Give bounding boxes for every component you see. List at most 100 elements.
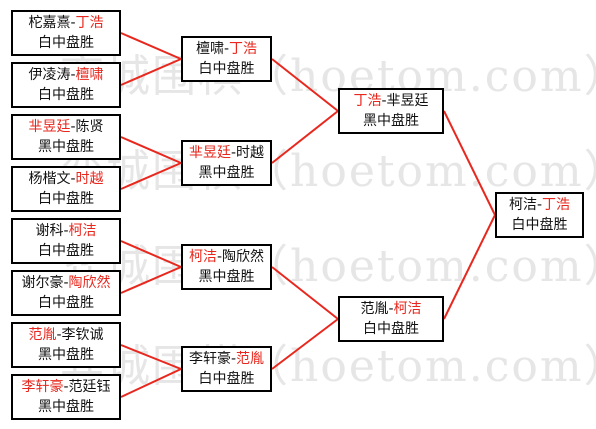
player-left: 谢科 bbox=[35, 223, 64, 239]
match-result: 白中盘胜 bbox=[38, 35, 94, 51]
match-result: 白中盘胜 bbox=[38, 87, 94, 103]
match-players: 柯洁-丁浩 bbox=[509, 195, 570, 215]
round2-match-1: 檀啸-丁浩白中盘胜 bbox=[181, 36, 272, 82]
player-separator: - bbox=[70, 15, 76, 31]
player-separator: - bbox=[70, 171, 76, 187]
match-result: 黑中盘胜 bbox=[198, 165, 255, 181]
match-players: 李轩豪-范廷钰 bbox=[21, 377, 110, 397]
player-right: 陶欣然 bbox=[222, 249, 265, 265]
player-right: 丁浩 bbox=[75, 15, 104, 31]
connector-line-1 bbox=[120, 32, 182, 60]
match-result: 白中盘胜 bbox=[38, 191, 94, 207]
player-separator: - bbox=[70, 67, 76, 83]
player-right: 范胤 bbox=[236, 351, 265, 367]
player-right: 芈昱廷 bbox=[386, 93, 429, 109]
watermark: 弈城围棋（hoetom.com） bbox=[60, 241, 596, 292]
player-left: 范胤 bbox=[28, 327, 57, 343]
match-result: 白中盘胜 bbox=[363, 321, 419, 337]
match-players: 谢尔豪-陶欣然 bbox=[21, 273, 110, 293]
player-separator: - bbox=[536, 197, 543, 213]
round3-match-2: 范胤-柯洁白中盘胜 bbox=[338, 296, 444, 342]
player-left: 谢尔豪 bbox=[21, 275, 64, 291]
player-separator: - bbox=[63, 223, 69, 239]
player-left: 芈昱廷 bbox=[188, 145, 231, 161]
round1-match-2: 伊凌涛-檀啸白中盘胜 bbox=[11, 62, 121, 108]
player-separator: - bbox=[230, 351, 237, 367]
player-left: 檀啸 bbox=[195, 41, 224, 57]
player-right: 时越 bbox=[75, 171, 104, 187]
connector-line-10 bbox=[271, 110, 339, 164]
player-separator: - bbox=[223, 41, 230, 57]
connector-line-13 bbox=[443, 110, 496, 216]
match-players: 范胤-李钦诚 bbox=[28, 325, 103, 345]
match-result: 白中盘胜 bbox=[38, 243, 94, 259]
round3-match-1: 丁浩-芈昱廷黑中盘胜 bbox=[338, 88, 444, 134]
round2-match-3: 柯洁-陶欣然黑中盘胜 bbox=[181, 244, 272, 290]
match-players: 杨楷文-时越 bbox=[28, 169, 103, 189]
player-right: 檀啸 bbox=[75, 67, 104, 83]
match-players: 李轩豪-范胤 bbox=[189, 349, 264, 369]
match-players: 谢科-柯洁 bbox=[35, 221, 96, 241]
player-separator: - bbox=[63, 379, 69, 395]
connector-line-3 bbox=[120, 136, 182, 164]
match-players: 檀啸-丁浩 bbox=[196, 39, 257, 59]
player-separator: - bbox=[70, 119, 76, 135]
player-right: 丁浩 bbox=[229, 41, 258, 57]
round2-match-2: 芈昱廷-时越黑中盘胜 bbox=[181, 140, 272, 186]
player-right: 范廷钰 bbox=[68, 379, 111, 395]
match-players: 柁嘉熹-丁浩 bbox=[28, 13, 103, 33]
round1-match-6: 谢尔豪-陶欣然白中盘胜 bbox=[11, 270, 121, 316]
player-left: 伊凌涛 bbox=[28, 67, 71, 83]
connector-line-7 bbox=[120, 344, 182, 370]
player-right: 李钦诚 bbox=[61, 327, 104, 343]
player-right: 时越 bbox=[236, 145, 265, 161]
match-players: 丁浩-芈昱廷 bbox=[353, 91, 428, 111]
connector-line-4 bbox=[120, 162, 182, 190]
player-separator: - bbox=[56, 327, 62, 343]
match-result: 黑中盘胜 bbox=[38, 139, 94, 155]
watermark: 弈城围棋（hoetom.com） bbox=[60, 146, 596, 197]
match-result: 黑中盘胜 bbox=[38, 399, 94, 415]
player-left: 柁嘉熹 bbox=[28, 15, 71, 31]
connector-line-5 bbox=[120, 240, 182, 268]
match-result: 白中盘胜 bbox=[198, 371, 255, 387]
match-players: 伊凌涛-檀啸 bbox=[28, 65, 103, 85]
player-left: 芈昱廷 bbox=[28, 119, 71, 135]
player-left: 柯洁 bbox=[508, 197, 537, 213]
connector-line-11 bbox=[271, 266, 339, 320]
player-left: 李轩豪 bbox=[188, 351, 231, 367]
player-right: 陈贤 bbox=[75, 119, 104, 135]
connector-line-12 bbox=[271, 318, 339, 370]
player-left: 丁浩 bbox=[353, 93, 382, 109]
match-players: 柯洁-陶欣然 bbox=[189, 247, 264, 267]
match-result: 白中盘胜 bbox=[38, 295, 94, 311]
connector-line-8 bbox=[120, 368, 182, 398]
connector-line-6 bbox=[120, 266, 182, 294]
final-match-1: 柯洁-丁浩白中盘胜 bbox=[495, 192, 584, 238]
watermark: 弈城围棋（hoetom.com） bbox=[60, 51, 596, 102]
player-separator: - bbox=[63, 275, 69, 291]
player-right: 丁浩 bbox=[542, 197, 571, 213]
connector-line-2 bbox=[120, 58, 182, 86]
round1-match-4: 杨楷文-时越白中盘胜 bbox=[11, 166, 121, 212]
player-left: 李轩豪 bbox=[21, 379, 64, 395]
round2-match-4: 李轩豪-范胤白中盘胜 bbox=[181, 346, 272, 392]
connector-line-9 bbox=[271, 58, 339, 112]
player-separator: - bbox=[381, 93, 387, 109]
connector-line-14 bbox=[443, 214, 496, 320]
match-players: 芈昱廷-时越 bbox=[189, 143, 264, 163]
match-result: 白中盘胜 bbox=[198, 61, 255, 77]
player-separator: - bbox=[216, 249, 223, 265]
match-result: 黑中盘胜 bbox=[363, 113, 419, 129]
player-right: 柯洁 bbox=[393, 301, 422, 317]
match-result: 黑中盘胜 bbox=[198, 269, 255, 285]
player-left: 范胤 bbox=[360, 301, 389, 317]
match-result: 白中盘胜 bbox=[511, 217, 568, 233]
round1-match-1: 柁嘉熹-丁浩白中盘胜 bbox=[11, 10, 121, 56]
player-separator: - bbox=[388, 301, 394, 317]
round1-match-3: 芈昱廷-陈贤黑中盘胜 bbox=[11, 114, 121, 160]
player-separator: - bbox=[230, 145, 237, 161]
player-left: 柯洁 bbox=[188, 249, 217, 265]
